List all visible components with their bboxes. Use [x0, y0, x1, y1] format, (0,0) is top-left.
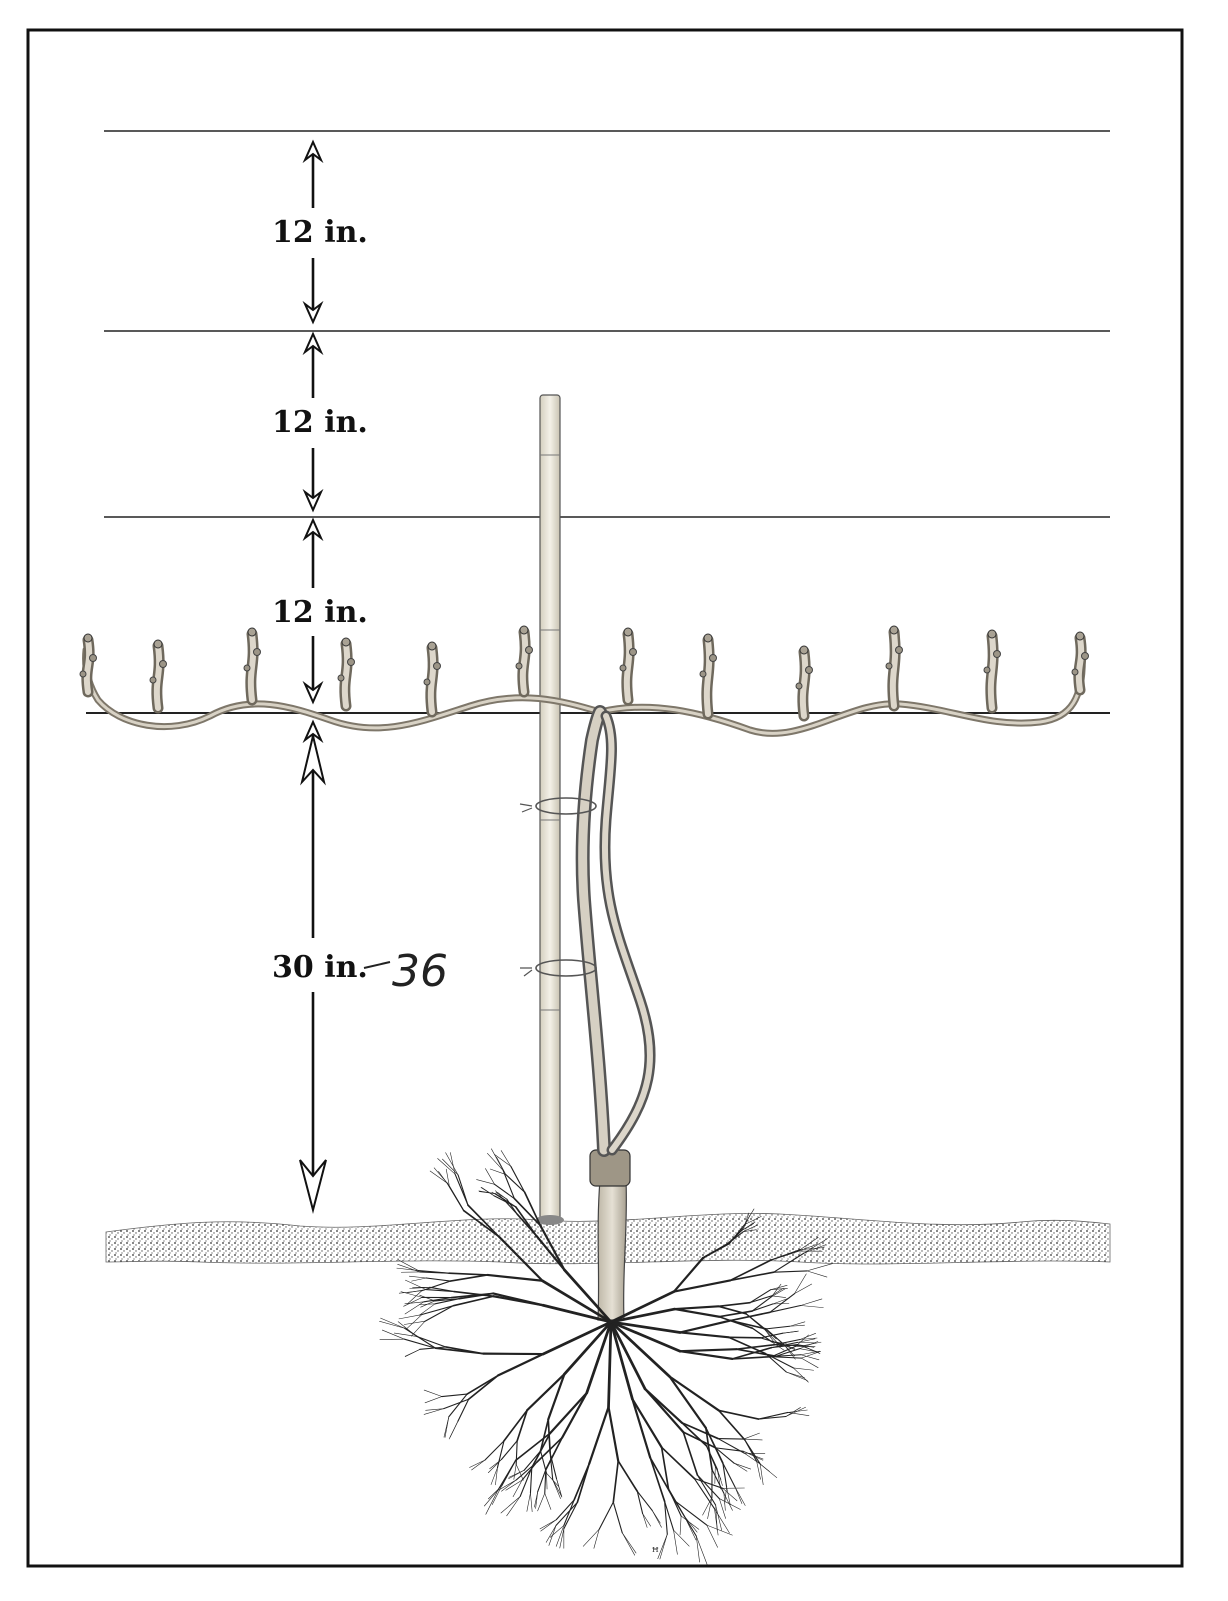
- spur: [516, 626, 533, 692]
- cordon-arms: [86, 648, 1083, 733]
- spur: [1072, 632, 1089, 690]
- spur: [244, 628, 261, 700]
- label-middle-spacing: 12 in.: [272, 405, 368, 440]
- spur: [424, 642, 441, 712]
- spur: [150, 640, 167, 708]
- label-trunk-height: 30 in.: [272, 950, 368, 985]
- spur-shoots: [80, 626, 1089, 716]
- spur: [984, 630, 1001, 708]
- label-top-spacing: 12 in.: [272, 215, 368, 250]
- spur: [620, 628, 637, 700]
- note-dash: [364, 962, 390, 968]
- handwritten-note: 36: [392, 946, 448, 997]
- label-lower-spacing: 12 in.: [272, 595, 368, 630]
- spur: [338, 638, 355, 706]
- spur: [700, 634, 717, 714]
- spur: [886, 626, 903, 706]
- spur: [796, 646, 813, 716]
- page-mark: ꟸ: [652, 1545, 659, 1559]
